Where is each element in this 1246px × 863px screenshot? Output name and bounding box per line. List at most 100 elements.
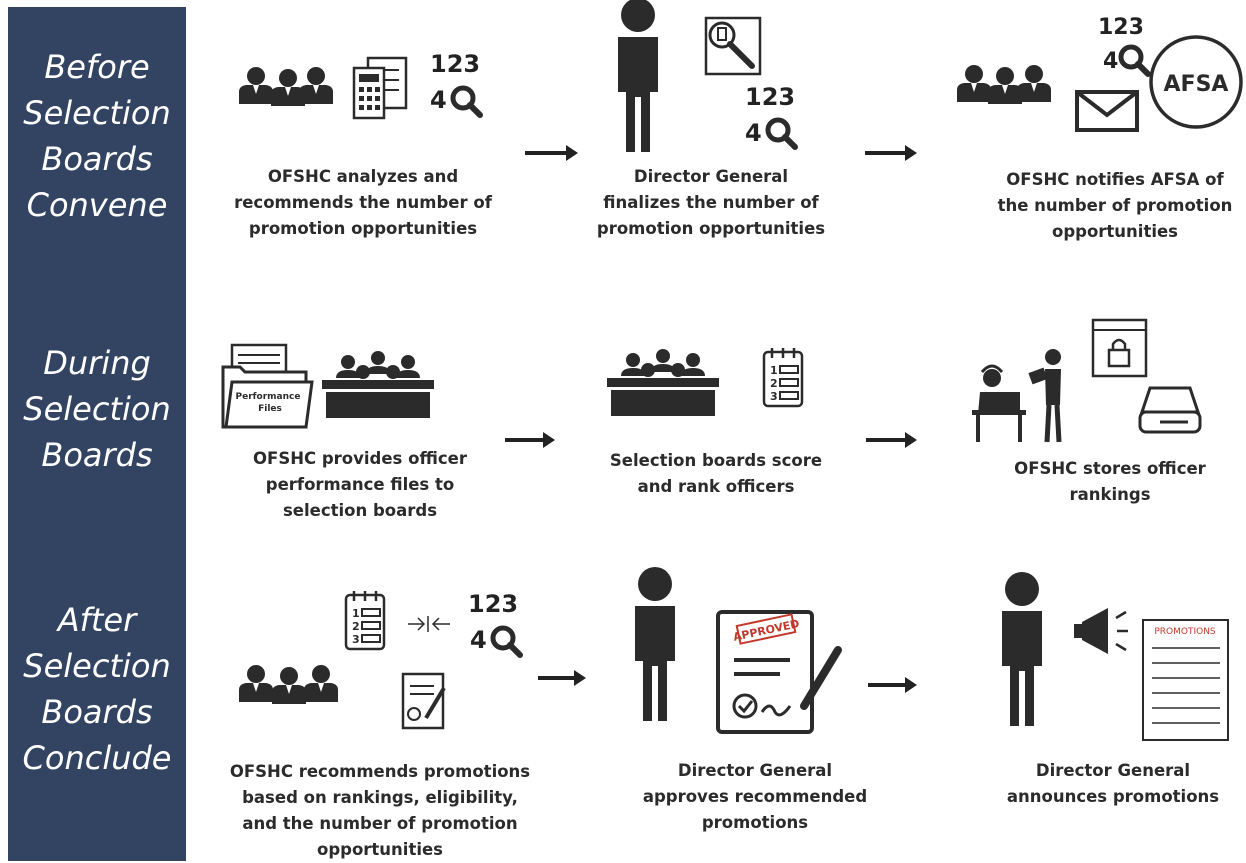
svg-text:123: 123 [1098, 15, 1144, 40]
rank-list-icon: 1 2 3 [762, 346, 804, 408]
caption-line: announces promotions [1006, 787, 1220, 806]
phase-before-line-3: Boards [41, 140, 153, 178]
selection-board-icon [322, 351, 434, 418]
numbers-search-icon: 123 4 [430, 50, 480, 115]
step-dg-approves: Director General approves recommended pr… [625, 758, 885, 836]
arrow-right-icon [866, 432, 917, 448]
caption-line: and rank officers [637, 477, 795, 496]
records-officer-icon [972, 349, 1062, 443]
phase-before-line-2: Selection [23, 94, 171, 132]
phase-during-line-1: During [43, 344, 151, 382]
promotions-list-icon: PROMOTIONS [1142, 619, 1229, 741]
step-ofshc-notifies-afsa: OFSHC notifies AFSA of the number of pro… [970, 167, 1246, 245]
svg-text:2: 2 [770, 377, 778, 390]
megaphone-icon [1074, 608, 1128, 654]
director-general-icon [618, 0, 658, 152]
phase-before-label: Before Selection Boards Convene [8, 44, 186, 228]
people-group-icon [239, 665, 338, 704]
svg-text:3: 3 [352, 633, 360, 646]
svg-text:123: 123 [745, 83, 795, 111]
phase-after-line-4: Conclude [22, 739, 172, 777]
svg-text:PROMOTIONS: PROMOTIONS [1154, 627, 1216, 637]
arrow-right-icon [538, 670, 586, 686]
caption-line: OFSHC provides officer [253, 449, 467, 468]
caption-line: Director General [1035, 761, 1191, 780]
step-ofshc-stores-rankings: OFSHC stores officer rankings [990, 456, 1230, 508]
phase-during-line-3: Boards [41, 436, 153, 474]
rank-list-icon: 1 2 3 [344, 589, 386, 651]
compare-arrows-icon [408, 616, 450, 632]
step-dg-finalizes: Director General finalizes the number of… [580, 164, 842, 242]
caption-line: promotion opportunities [248, 219, 478, 238]
caption-line: OFSHC stores officer [1014, 459, 1206, 478]
svg-text:Performance: Performance [236, 392, 301, 402]
selection-board-icon [607, 349, 719, 416]
svg-text:123: 123 [468, 590, 518, 618]
hard-drive-icon [1138, 386, 1202, 434]
svg-text:4: 4 [1103, 49, 1118, 74]
caption-line: promotion opportunities [596, 219, 826, 238]
caption-line: approves recommended [642, 787, 868, 806]
svg-text:123: 123 [430, 50, 480, 78]
numbers-search-icon: 123 4 [745, 83, 795, 147]
caption-line: and the number of promotion [242, 814, 518, 833]
envelope-icon [1075, 90, 1139, 132]
caption-line: recommends the number of [234, 193, 492, 212]
afsa-logo-icon: AFSA [1149, 35, 1243, 129]
arrow-right-icon [525, 145, 578, 161]
caption-line: selection boards [282, 501, 438, 520]
caption-line: the number of promotion [997, 196, 1233, 215]
caption-line: OFSHC notifies AFSA of [1006, 170, 1224, 189]
svg-text:3: 3 [770, 390, 778, 403]
caption-line: opportunities [316, 840, 444, 859]
caption-line: based on rankings, eligibility, [242, 788, 518, 807]
svg-text:2: 2 [352, 620, 360, 633]
phase-during-label: During Selection Boards [8, 340, 186, 478]
step-ofshc-analyzes: OFSHC analyzes and recommends the number… [208, 164, 518, 242]
director-general-icon [1002, 572, 1042, 726]
caption-line: finalizes the number of [603, 193, 819, 212]
step-ofshc-recommends: OFSHC recommends promotions based on ran… [205, 759, 555, 863]
people-group-icon [957, 65, 1051, 104]
director-general-icon [635, 567, 675, 721]
svg-text:AFSA: AFSA [1164, 72, 1229, 97]
people-group-icon [239, 67, 333, 106]
caption-line: Director General [677, 761, 833, 780]
svg-text:Files: Files [258, 404, 282, 414]
signed-document-icon [401, 672, 446, 730]
svg-text:4: 4 [430, 86, 447, 114]
caption-line: OFSHC analyzes and [267, 167, 459, 186]
phase-before-line-4: Convene [26, 186, 168, 224]
caption-line: performance files to [265, 475, 455, 494]
arrow-right-icon [865, 145, 917, 161]
step-boards-score-rank: Selection boards score and rank officers [582, 448, 850, 500]
phase-after-line-2: Selection [23, 647, 171, 685]
caption-line: Selection boards score [609, 451, 823, 470]
secure-window-icon [1091, 318, 1148, 378]
arrow-right-icon [868, 677, 917, 693]
step-ofshc-provides-files: OFSHC provides officer performance files… [220, 446, 500, 524]
phase-before-line-1: Before [44, 48, 150, 86]
phase-after-label: After Selection Boards Conclude [8, 597, 186, 781]
performance-files-folder-icon: Performance Files [221, 343, 314, 429]
document-magnifier-icon [704, 16, 762, 76]
phase-after-line-3: Boards [41, 693, 153, 731]
step-dg-announces: Director General announces promotions [988, 758, 1238, 810]
caption-line: promotions [701, 813, 809, 832]
numbers-search-icon: 123 4 [1098, 15, 1148, 74]
documents-calculator-icon [352, 56, 408, 120]
caption-line: opportunities [1051, 222, 1179, 241]
svg-text:1: 1 [770, 364, 778, 377]
phase-sidebar [8, 7, 186, 861]
svg-text:1: 1 [352, 607, 360, 620]
phase-after-line-1: After [57, 601, 137, 639]
numbers-search-icon: 123 4 [468, 590, 520, 655]
svg-text:4: 4 [745, 119, 762, 147]
arrow-right-icon [505, 432, 555, 448]
svg-text:4: 4 [470, 626, 487, 654]
caption-line: rankings [1069, 485, 1151, 504]
approved-document-icon: APPROVED [716, 610, 842, 734]
caption-line: OFSHC recommends promotions [229, 762, 531, 781]
caption-line: Director General [633, 167, 789, 186]
